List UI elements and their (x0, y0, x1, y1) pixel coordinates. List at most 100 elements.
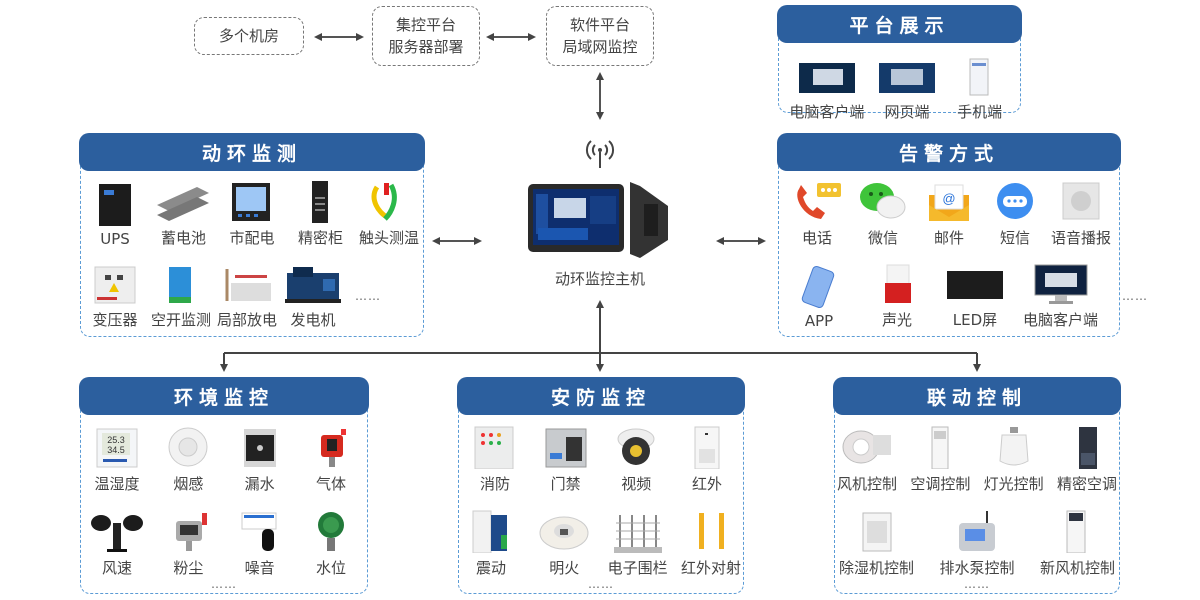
item-label: 市配电 (229, 229, 275, 247)
access-keypad-icon (536, 425, 596, 469)
panel-platform: 平台展示 电脑客户端网页端手机端 (777, 5, 1022, 121)
item-label: 电脑客户端 (1023, 311, 1099, 329)
fire-panel-icon (465, 425, 525, 469)
panel-security: 安防监控 消防门禁视频红外 震动明火电子围栏红外对射 …… (457, 377, 745, 594)
wechat-icon (853, 179, 913, 223)
node-software-platform-line1: 软件平台 (569, 16, 630, 34)
gas-detector-icon (301, 425, 361, 469)
electric-fence-icon (608, 509, 668, 553)
breaker-module-icon (151, 261, 211, 305)
list-item: 粉尘 (158, 509, 218, 578)
panel-environment-title: 环境监控 (79, 377, 369, 415)
item-label: 红外 (691, 475, 722, 493)
list-item: 新风机控制 (1040, 509, 1115, 578)
vibration-sensor-icon (461, 509, 521, 553)
list-item: 空调控制 (910, 425, 970, 494)
air-conditioner-icon (910, 425, 970, 469)
more-indicator: …… (211, 577, 237, 591)
item-label: 变压器 (92, 311, 138, 329)
email-icon: @ (919, 179, 979, 223)
node-software-platform: 软件平台 局域网监控 (546, 6, 654, 66)
blower-fan-icon (837, 425, 897, 469)
dehumidifier-icon (847, 509, 907, 553)
water-leak-icon (230, 425, 290, 469)
node-central-platform-line1: 集控平台 (395, 16, 456, 34)
list-item: 消防 (465, 425, 525, 494)
item-label: LED屏 (952, 311, 998, 329)
list-item: 水位 (301, 509, 361, 578)
list-item: 漏水 (230, 425, 290, 494)
list-item: 红外对射 (681, 509, 741, 578)
list-item: 短信 (985, 179, 1045, 248)
node-multi-room: 多个机房 (194, 17, 304, 55)
svg-text:34.5: 34.5 (107, 445, 125, 455)
item-label: 明火 (549, 559, 580, 577)
light-bulb-icon (984, 425, 1044, 469)
desktop-monitor-icon (1031, 261, 1091, 305)
list-item: 噪音 (230, 509, 290, 578)
item-label: 震动 (475, 559, 506, 577)
item-label: 精密柜 (297, 229, 343, 247)
list-item: 灯光控制 (984, 425, 1044, 494)
panel-linkage-title: 联动控制 (833, 377, 1121, 415)
item-label: 邮件 (933, 229, 964, 247)
item-label: 风速 (101, 559, 132, 577)
anemometer-icon (87, 509, 147, 553)
monitoring-host-device-icon (528, 182, 668, 258)
list-item: 语音播报 (1051, 179, 1111, 248)
list-item: 精密柜 (290, 179, 350, 248)
battery-icon (153, 179, 213, 223)
water-level-icon (301, 509, 361, 553)
list-item: 手机端 (950, 53, 1010, 122)
node-central-platform-line2: 服务器部署 (388, 38, 464, 56)
list-item: 风机控制 (837, 425, 897, 494)
item-label: 电话 (801, 229, 832, 247)
item-label: 发电机 (290, 311, 336, 329)
pir-sensor-icon (677, 425, 737, 469)
item-label: 粉尘 (173, 559, 204, 577)
item-label: 除湿机控制 (839, 559, 915, 577)
list-item: 门禁 (536, 425, 596, 494)
item-label: 消防 (479, 475, 510, 493)
dust-sensor-icon (158, 509, 218, 553)
list-item: 精密空调 (1057, 425, 1117, 494)
list-item: LED屏 (945, 261, 1005, 330)
list-item: 电话 (787, 179, 847, 248)
item-label: 蓄电池 (160, 229, 206, 247)
list-item: 触头测温 (359, 179, 419, 248)
item-label: 电子围栏 (607, 559, 668, 577)
list-item: 气体 (301, 425, 361, 494)
list-item: APP (789, 261, 849, 330)
item-label: 网页端 (884, 103, 930, 121)
more-indicator: …… (1122, 288, 1149, 303)
fresh-air-icon (1047, 509, 1107, 553)
strobe-siren-icon (867, 261, 927, 305)
node-central-platform: 集控平台 服务器部署 (372, 6, 480, 66)
list-item: 烟感 (158, 425, 218, 494)
list-item: 震动 (461, 509, 521, 578)
item-label: 水位 (315, 559, 346, 577)
item-label: 烟感 (173, 475, 204, 493)
list-item: 排水泵控制 (939, 509, 1015, 578)
list-item: 电脑客户端 (1023, 261, 1098, 330)
list-item: 电脑客户端 (789, 53, 864, 122)
item-label: 排水泵控制 (939, 559, 1015, 577)
item-label: 视频 (621, 475, 652, 493)
item-label: 风机控制 (837, 475, 898, 493)
item-label: 微信 (867, 229, 898, 247)
transformer-icon (85, 261, 145, 305)
precision-cabinet-icon (290, 179, 350, 223)
partial-discharge-icon (217, 261, 277, 305)
item-label: 空开监测 (151, 311, 212, 329)
list-item: 明火 (534, 509, 594, 578)
infrared-beam-icon (681, 509, 741, 553)
precision-ac-icon (1057, 425, 1117, 469)
item-label: 空调控制 (910, 475, 971, 493)
item-label: 手机端 (957, 103, 1003, 121)
more-indicator: …… (588, 577, 614, 591)
list-item: 视频 (606, 425, 666, 494)
item-label: 局部放电 (217, 311, 278, 329)
